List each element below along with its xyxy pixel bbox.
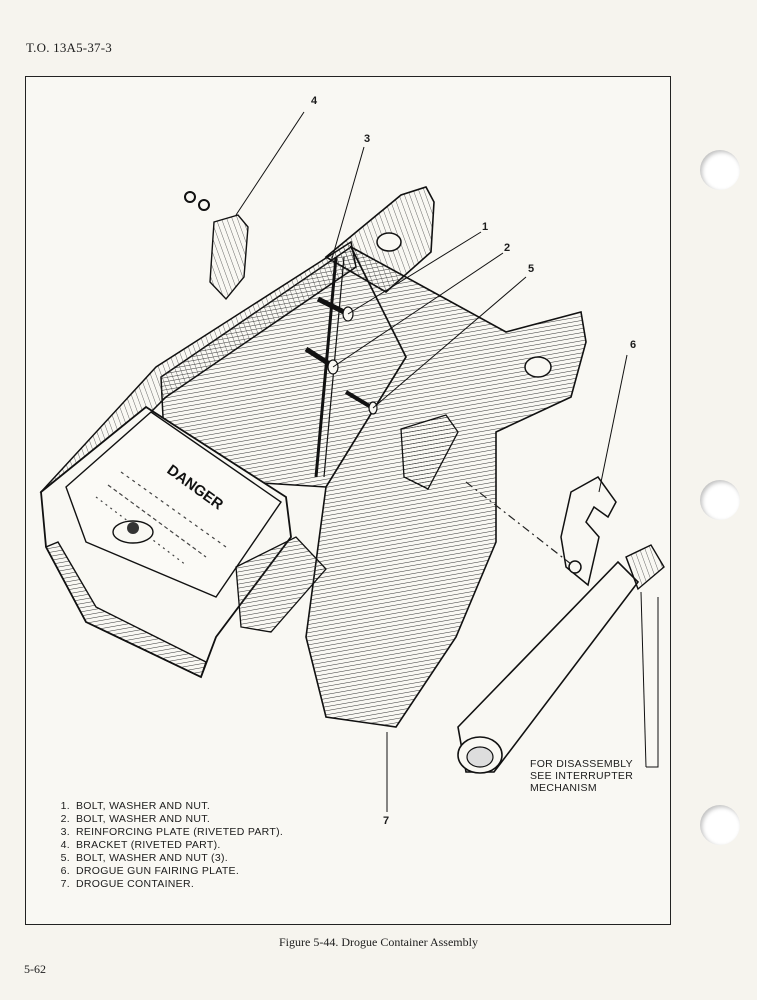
legend-item: 5.BOLT, WASHER AND NUT (3). <box>60 852 228 864</box>
parts-legend: 1.BOLT, WASHER AND NUT. 2.BOLT, WASHER A… <box>54 800 283 891</box>
binder-hole <box>700 480 740 520</box>
legend-item: 2.BOLT, WASHER AND NUT. <box>60 813 211 825</box>
callout-3: 3 <box>364 133 371 145</box>
document-number: T.O. 13A5-37-3 <box>26 40 112 55</box>
interrupter-tube <box>457 544 665 774</box>
legend-item: 7.DROGUE CONTAINER. <box>60 878 195 890</box>
legend-item: 6.DROGUE GUN FAIRING PLATE. <box>60 865 240 877</box>
note-line: MECHANISM <box>530 782 597 794</box>
callout-6: 6 <box>630 339 637 351</box>
callout-7: 7 <box>383 815 390 827</box>
binder-hole <box>700 805 740 845</box>
note-line: SEE INTERRUPTER <box>530 770 634 782</box>
figure-caption: Figure 5-44. Drogue Container Assembly <box>279 935 478 949</box>
drogue-gun-fairing-plate <box>560 476 617 587</box>
drogue-container-illustration: DANGER <box>39 111 665 812</box>
figure-frame: DANGER <box>25 76 671 925</box>
danger-placard <box>65 411 282 598</box>
legend-item: 4.BRACKET (RIVETED PART). <box>60 839 221 851</box>
callout-5: 5 <box>528 263 535 275</box>
side-mounting-hole <box>524 356 552 378</box>
callout-1: 1 <box>482 221 489 233</box>
legend-item: 1.BOLT, WASHER AND NUT. <box>60 800 211 812</box>
bracket-4 <box>184 191 249 301</box>
binder-hole <box>700 150 740 190</box>
page-number: 5-62 <box>24 962 46 976</box>
right-side-panel <box>305 245 587 728</box>
container-bottom-opening <box>45 541 207 678</box>
legend-item: 3.REINFORCING PLATE (RIVETED PART). <box>60 826 284 838</box>
callout-4: 4 <box>311 95 318 107</box>
note-line: FOR DISASSEMBLY <box>530 758 633 770</box>
callout-2: 2 <box>504 242 511 254</box>
disassembly-note: FOR DISASSEMBLY SEE INTERRUPTER MECHANIS… <box>530 758 633 794</box>
